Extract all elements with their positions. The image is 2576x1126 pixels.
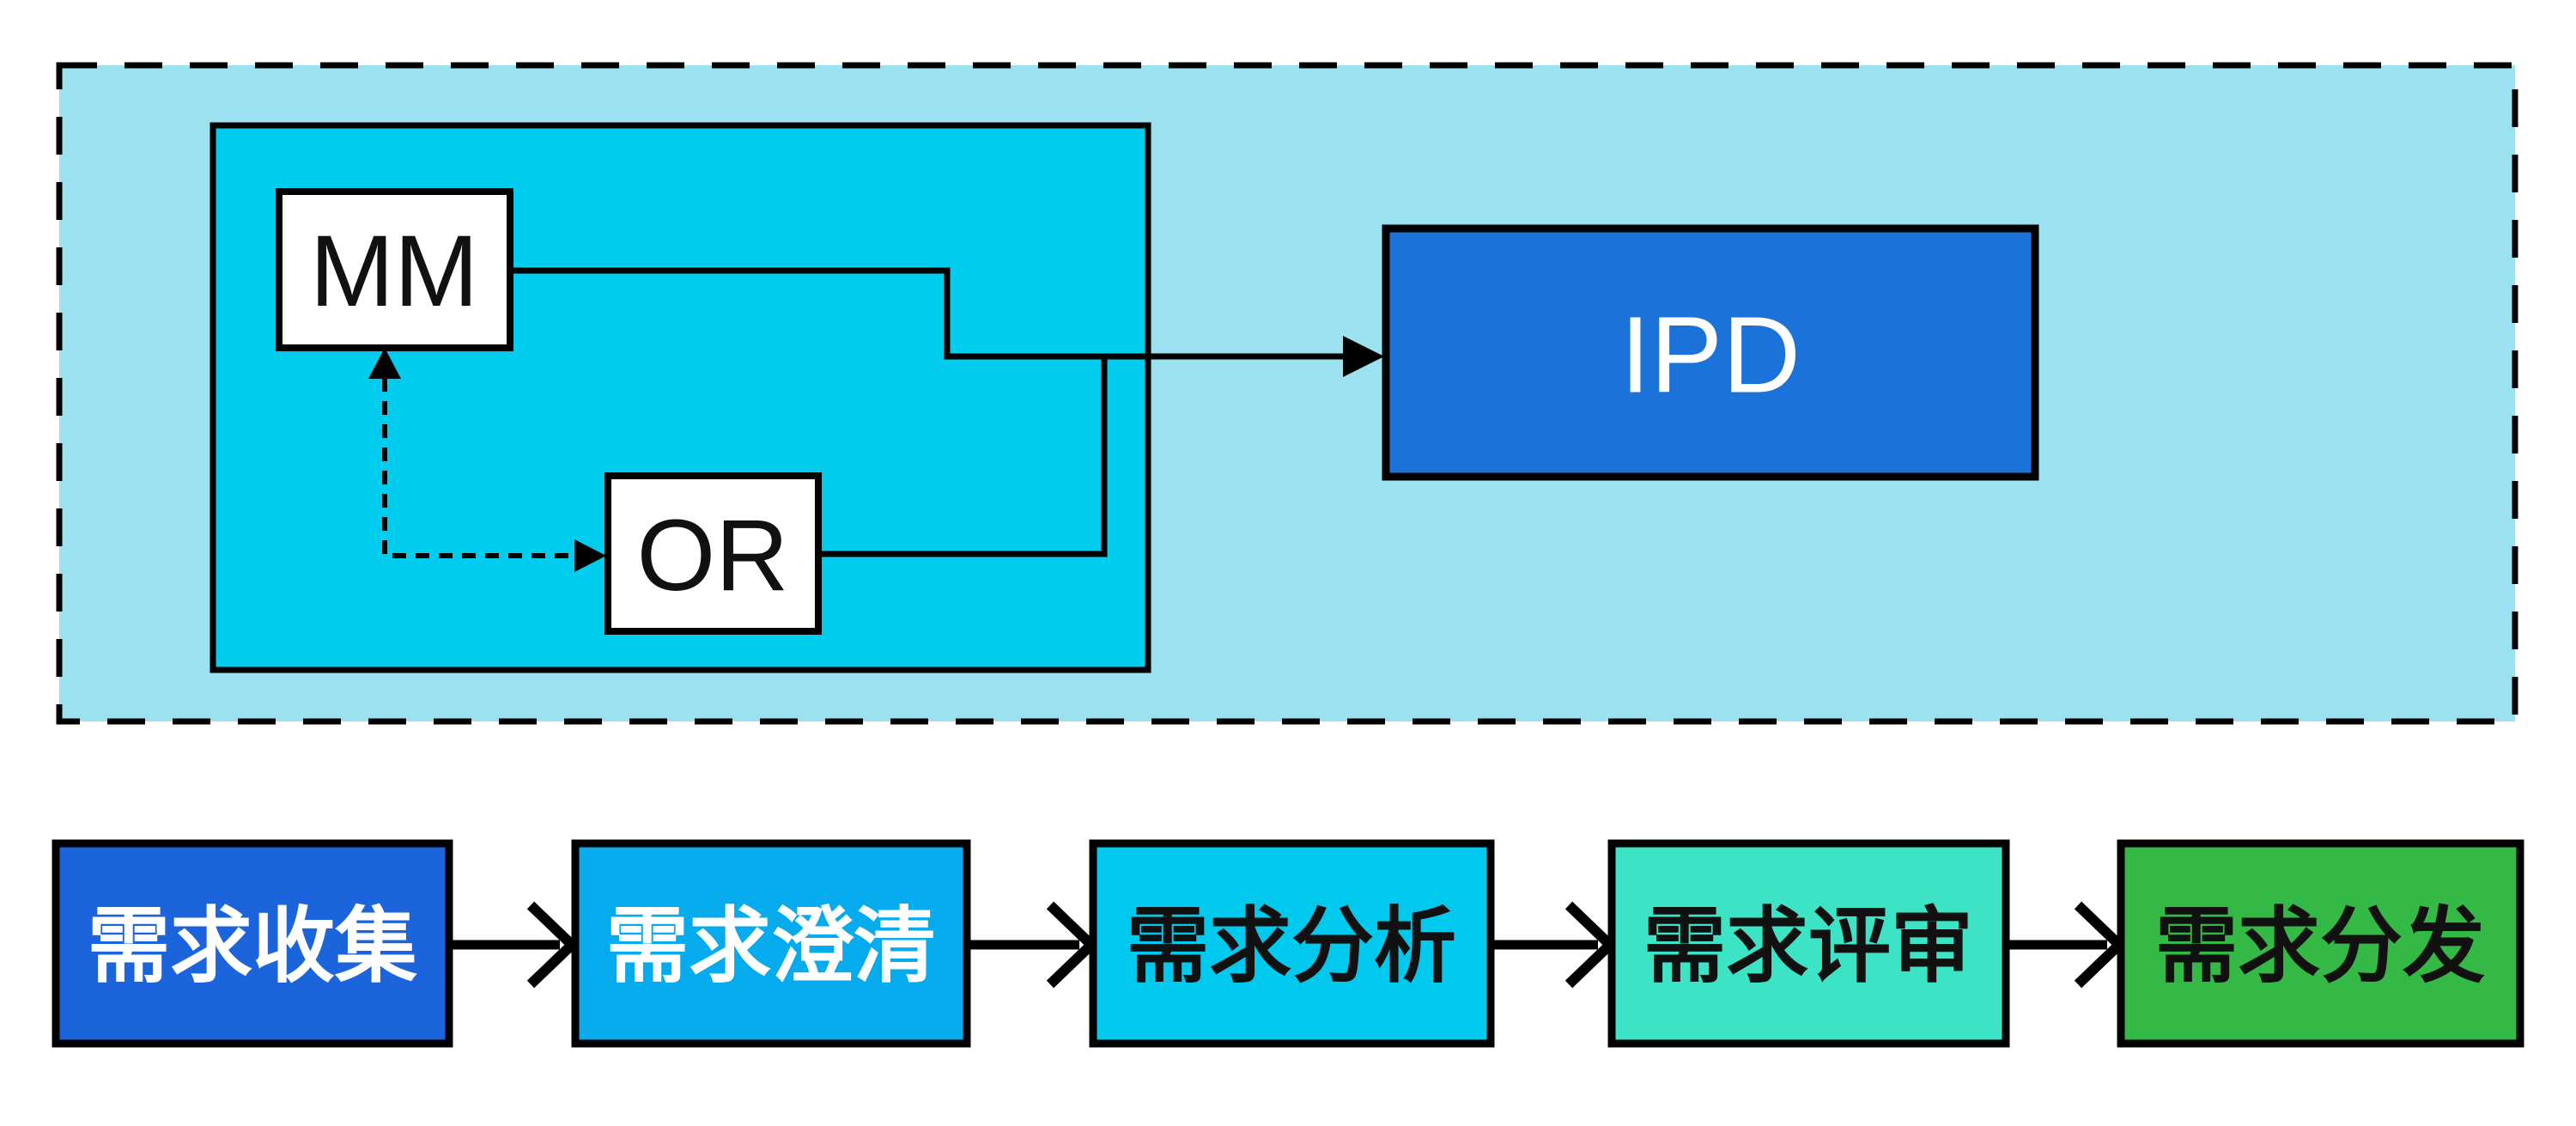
or-label: OR (637, 499, 789, 612)
flow-step-3-box (1089, 839, 1495, 1048)
arrowhead-right-into-or-icon (574, 539, 606, 572)
ipd-box (1382, 224, 2039, 481)
flow-step-2-label: 需求澄清 (606, 901, 936, 993)
flow-step-2-box (571, 839, 971, 1048)
flow-step-4: 需求评审 (1607, 839, 2010, 1048)
arrow-or-join (818, 354, 1108, 557)
flow-step-1: 需求收集 (52, 839, 453, 1048)
mm-node: MM (276, 188, 513, 351)
arrow-step4-to-step5 (2009, 901, 2127, 989)
arrow-mm-to-ipd (510, 267, 1348, 360)
arrow-step3-to-step4 (1494, 901, 1618, 989)
flow-step-2: 需求澄清 (571, 839, 971, 1048)
flow-step-1-box (52, 839, 453, 1048)
or-box (605, 472, 822, 635)
mm-label: MM (310, 215, 479, 328)
flow-step-4-box (1607, 839, 2010, 1048)
arrowhead-up-into-mm-icon (368, 348, 401, 379)
flow-step-1-label: 需求收集 (88, 901, 417, 993)
mm-box (276, 188, 513, 351)
dashed-feedback-arrow (382, 378, 574, 558)
arrow-step2-to-step3 (970, 901, 1099, 989)
arrowhead-into-ipd-icon (1343, 336, 1384, 377)
flow-step-5: 需求分发 (2117, 839, 2524, 1048)
ipd-node: IPD (1382, 224, 2039, 481)
flow-step-4-label: 需求评审 (1643, 901, 1973, 993)
ipd-label: IPD (1620, 295, 1801, 416)
flow-step-3: 需求分析 (1089, 839, 1495, 1048)
or-node: OR (605, 472, 822, 635)
flow-step-5-box (2117, 839, 2524, 1048)
flow-step-3-label: 需求分析 (1127, 901, 1456, 993)
flow-step-5-label: 需求分发 (2155, 901, 2485, 993)
arrow-step1-to-step2 (453, 901, 580, 989)
